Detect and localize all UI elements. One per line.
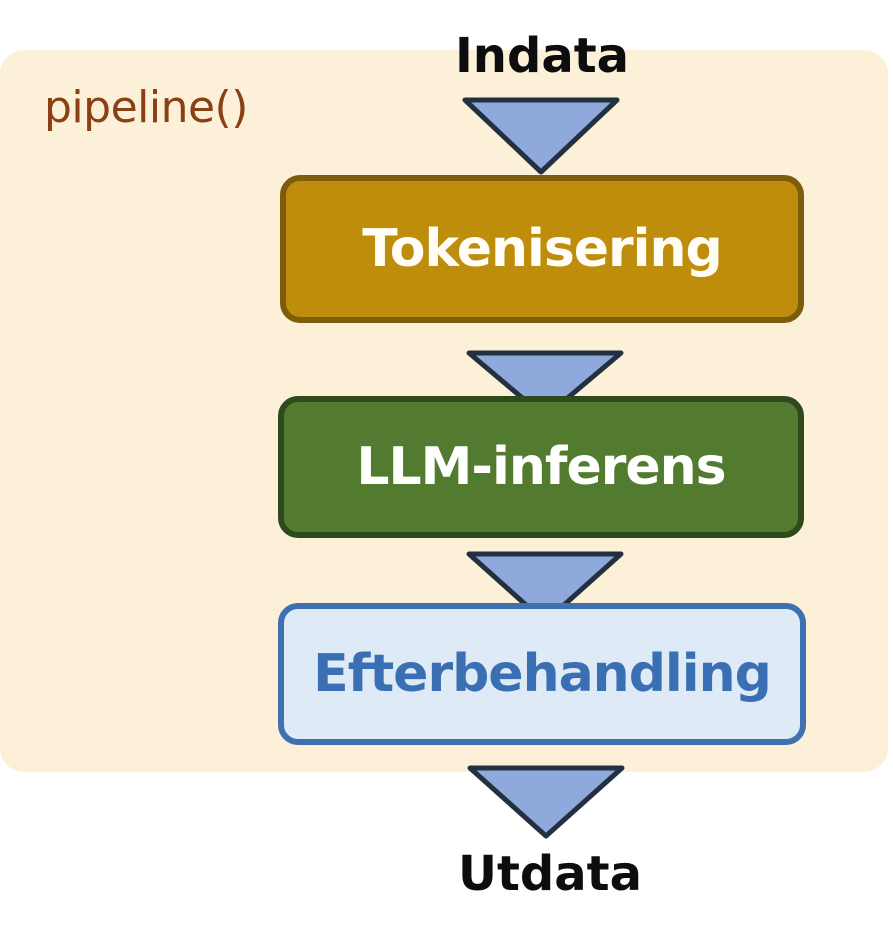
arrow-down-icon	[462, 97, 620, 175]
stage-efterbehandling-label: Efterbehandling	[313, 644, 772, 704]
arrow-down-icon	[466, 551, 624, 625]
output-label: Utdata	[457, 846, 642, 902]
stage-tokenisering: Tokenisering	[280, 175, 804, 323]
arrow-down-icon	[467, 765, 625, 839]
arrow-down-icon	[466, 350, 624, 420]
input-label: Indata	[454, 28, 630, 84]
stage-efterbehandling: Efterbehandling	[278, 603, 806, 745]
stage-llm-inferens: LLM-inferens	[278, 396, 804, 538]
pipeline-label: pipeline()	[44, 82, 248, 133]
stage-llm-inferens-label: LLM-inferens	[356, 437, 726, 497]
stage-tokenisering-label: Tokenisering	[362, 219, 723, 279]
